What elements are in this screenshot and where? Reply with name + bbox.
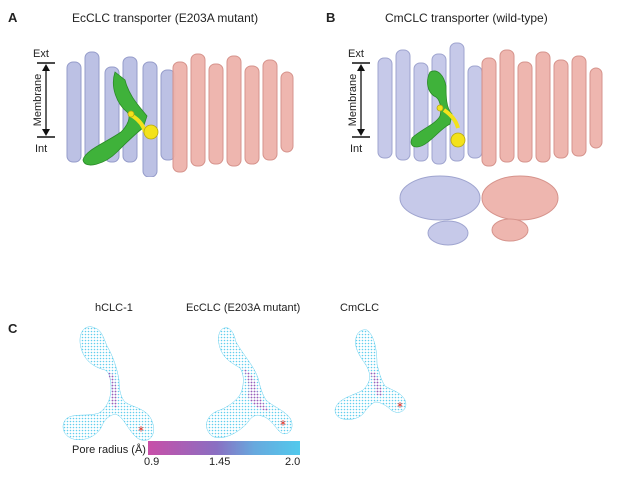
panel-a-subunit-pink — [172, 53, 294, 173]
panel-b-tunnel — [410, 70, 453, 148]
panel-b-int-label: Int — [350, 143, 363, 155]
pore-mesh-cmclc: * — [334, 329, 407, 420]
pore-mesh-hclc1: * — [62, 326, 155, 441]
panel-a-ions — [127, 110, 159, 140]
panel-c-title-1: hCLC-1 — [95, 302, 133, 314]
colorbar-tick-max: 2.0 — [285, 456, 301, 468]
pore-mesh-ecclc: * — [206, 327, 293, 438]
panel-b-ext-label: Ext — [348, 48, 364, 60]
colorbar-gradient — [148, 441, 300, 455]
marker-star-1: * — [138, 424, 144, 438]
panel-b-subunit-pink — [481, 49, 603, 242]
panel-b-membrane-arrow — [352, 62, 370, 138]
panel-a-int-label: Int — [35, 143, 48, 155]
panel-c-title-2: EcCLC (E203A mutant) — [186, 302, 301, 314]
panel-a-tunnel — [82, 71, 148, 166]
marker-star-3: * — [397, 400, 403, 414]
panel-a-title: EcCLC transporter (E203A mutant) — [72, 11, 259, 25]
panel-c-letter: C — [8, 321, 18, 336]
colorbar-tick-min: 0.9 — [144, 456, 160, 468]
panel-a-ext-label: Ext — [33, 48, 49, 60]
panel-b-letter: B — [326, 10, 336, 25]
panel-c-title-3: CmCLC — [340, 302, 380, 314]
colorbar-label: Pore radius (Å) — [72, 444, 146, 456]
panel-a-letter: A — [8, 10, 18, 25]
panel-a-structure — [66, 51, 294, 177]
panel-a-membrane-arrow — [37, 62, 55, 138]
panel-b-title: CmCLC transporter (wild-type) — [385, 11, 548, 25]
panel-b-structure — [377, 42, 603, 246]
colorbar-tick-mid: 1.45 — [209, 456, 231, 468]
marker-star-2: * — [280, 418, 286, 432]
panel-b-ions — [436, 104, 466, 148]
